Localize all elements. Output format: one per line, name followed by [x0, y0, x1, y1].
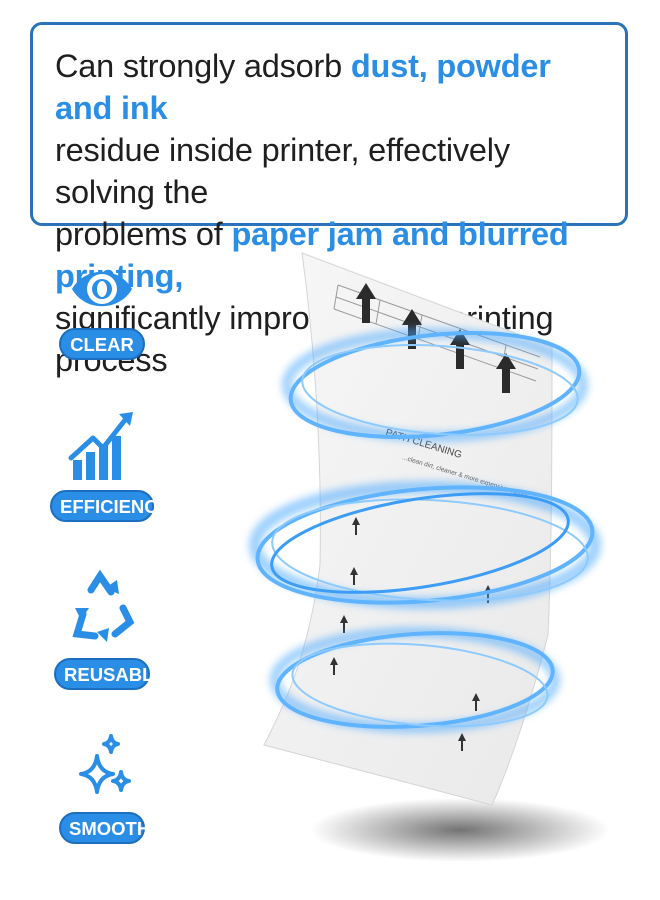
badge-reusable: REUSABLE [54, 658, 166, 690]
sheet-arrows-small [330, 517, 492, 751]
headline-line3-prefix: problems of [55, 216, 232, 252]
sheet-shadow [310, 798, 610, 862]
eye-icon [50, 258, 154, 328]
swirl-top [282, 328, 588, 442]
badge-efficiency: EFFICIENCY [50, 490, 170, 522]
growth-chart-icon [50, 408, 154, 490]
headline-box: Can strongly adsorb dust, powder and ink… [30, 22, 628, 378]
swirl-bottom [270, 627, 560, 733]
headline-line2: residue inside printer, effectively solv… [55, 132, 510, 210]
sparkle-icon [50, 728, 154, 812]
swirl-middle [249, 481, 601, 609]
feature-reusable: REUSABLE [50, 568, 166, 690]
headline-line1-highlight: dust, powder and ink [55, 48, 551, 126]
feature-efficiency: EFFICIENCY [50, 408, 170, 522]
headline-line1-prefix: Can strongly adsorb [55, 48, 351, 84]
energy-swirls [249, 328, 601, 733]
badge-clear: CLEAR [59, 328, 145, 360]
badge-smooth: SMOOTH [59, 812, 150, 844]
feature-clear: CLEAR [50, 258, 154, 360]
sheet-paper [263, 252, 553, 806]
recycle-icon [50, 568, 154, 658]
cleaning-sheet-illustration: PATH CLEANING ...clean dirt, cleaner & m… [230, 245, 650, 885]
feature-smooth: SMOOTH [50, 728, 154, 844]
